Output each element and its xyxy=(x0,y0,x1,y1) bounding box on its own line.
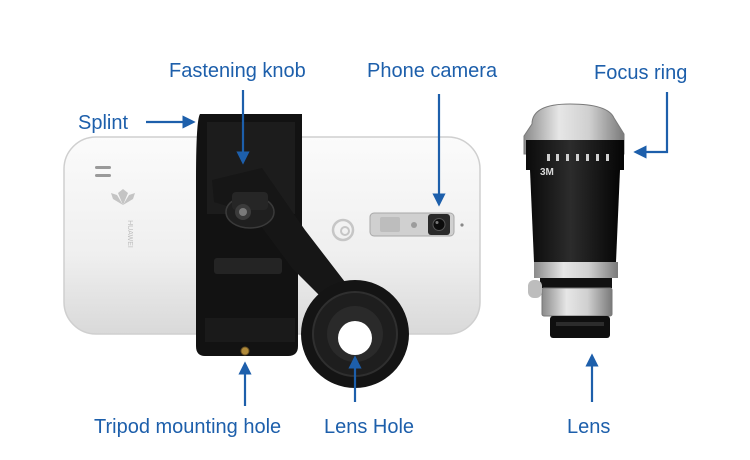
label-phone-camera: Phone camera xyxy=(367,60,498,82)
camera-module xyxy=(369,212,464,237)
brand-logo-icon xyxy=(111,189,135,205)
label-tripod-hole: Tripod mounting hole xyxy=(94,416,282,438)
label-lens-hole: Lens Hole xyxy=(324,416,415,438)
phone-clip xyxy=(196,114,409,388)
lens-hole-ring xyxy=(301,280,409,388)
phone-brand-text: HUAWEI xyxy=(126,220,133,248)
label-splint: Splint xyxy=(78,112,129,134)
swirl-logo-icon xyxy=(331,218,355,242)
label-fastening-knob: Fastening knob xyxy=(169,60,306,82)
annotation-arrows xyxy=(146,90,669,406)
lens-zoom-text: 3M xyxy=(540,167,554,178)
fastening-knob-icon xyxy=(225,192,275,229)
label-focus-ring: Focus ring xyxy=(594,62,688,84)
telephoto-lens xyxy=(523,103,625,338)
tripod-hole-icon xyxy=(240,346,250,356)
focus-ring-arrow xyxy=(633,92,669,159)
label-lens: Lens xyxy=(567,416,611,438)
